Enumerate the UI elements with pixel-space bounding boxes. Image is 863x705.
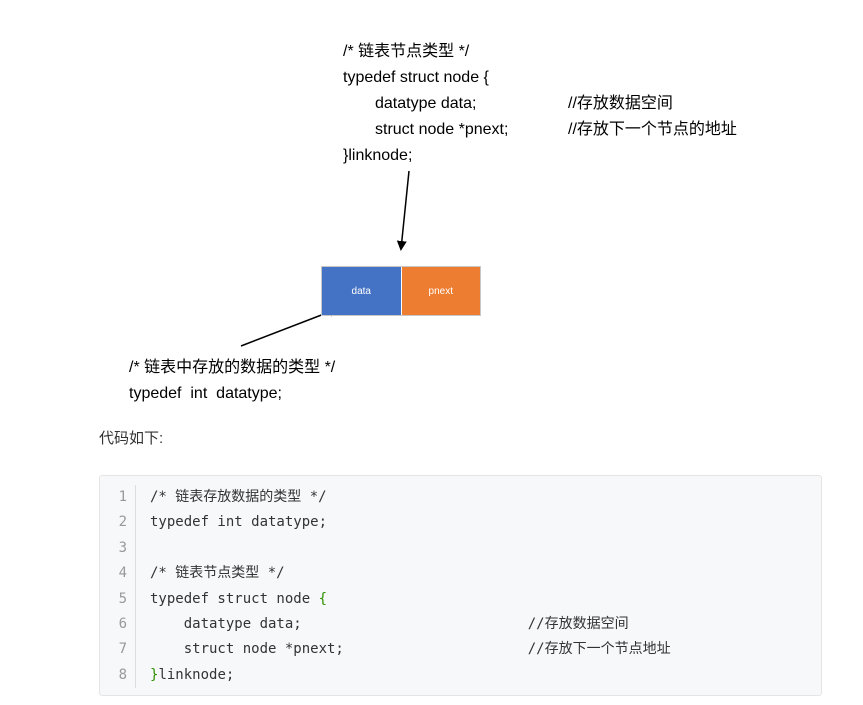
code-indent [150,616,184,632]
code-text: datatype data; //存放数据空间 [136,612,629,637]
line-number: 5 [100,586,136,612]
struct-member-data-line: datatype data; //存放数据空间 [343,91,823,117]
code-brace: } [150,666,159,683]
node-pnext-cell: pnext [401,267,480,315]
code-indent [150,641,184,657]
line-number: 2 [100,510,136,536]
line-number: 1 [100,485,136,511]
intro-text: 代码如下: [99,430,164,447]
datatype-typedef-line: typedef int datatype; [129,385,282,402]
code-block[interactable]: 1 /* 链表存放数据的类型 */ 2 typedef int datatype… [99,475,822,696]
code-member: struct node *pnext; [183,641,344,658]
member-data-comment: //存放数据空间 [568,95,673,112]
code-line: 2 typedef int datatype; [100,510,821,536]
struct-member-pnext-line: struct node *pnext; //存放下一个节点的地址 [343,117,823,143]
struct-definition-annotation: /* 链表节点类型 */ typedef struct node { datat… [343,39,823,169]
line-number: 6 [100,611,136,638]
node-data-cell: data [322,267,402,315]
code-member: datatype data; [183,615,302,632]
code-line: 4 /* 链表节点类型 */ [100,561,821,587]
line-number: 8 [100,662,136,689]
code-comment: //存放数据空间 [527,615,629,632]
code-brace: { [318,590,328,607]
code-segment: linknode; [158,666,235,683]
line-number: 4 [100,561,136,587]
arrow-struct-to-node [396,170,410,251]
code-line: 5 typedef struct node { [100,586,821,612]
datatype-comment: /* 链表中存放的数据的类型 */ [129,359,336,376]
code-line: 8 }linknode; [100,662,821,689]
linked-list-node: data pnext [321,266,481,316]
code-text [136,536,150,561]
datatype-annotation: /* 链表中存放的数据的类型 */ typedef int datatype; [129,355,335,407]
code-text: struct node *pnext; //存放下一个节点地址 [136,637,671,662]
member-pnext: struct node *pnext; [375,121,509,138]
code-text: typedef struct node { [136,587,327,612]
code-line: 7 struct node *pnext; //存放下一个节点地址 [100,637,821,663]
code-comment: //存放下一个节点地址 [527,641,671,658]
member-data: datatype data; [375,95,477,112]
code-text: }linknode; [136,663,234,688]
code-text: typedef int datatype; [150,514,328,531]
struct-comment: /* 链表节点类型 */ [343,43,470,60]
code-line: 6 datatype data; //存放数据空间 [100,611,821,638]
line-number: 7 [100,637,136,663]
code-line: 3 [100,535,821,562]
member-pnext-comment: //存放下一个节点的地址 [568,121,737,138]
struct-open-line: typedef struct node { [343,69,489,86]
struct-close-line: }linknode; [343,147,413,164]
line-number: 3 [100,535,136,562]
code-line: 1 /* 链表存放数据的类型 */ [100,485,821,511]
code-text: /* 链表节点类型 */ [150,565,285,582]
code-text: /* 链表存放数据的类型 */ [150,489,327,505]
code-segment: typedef struct node [150,590,319,607]
